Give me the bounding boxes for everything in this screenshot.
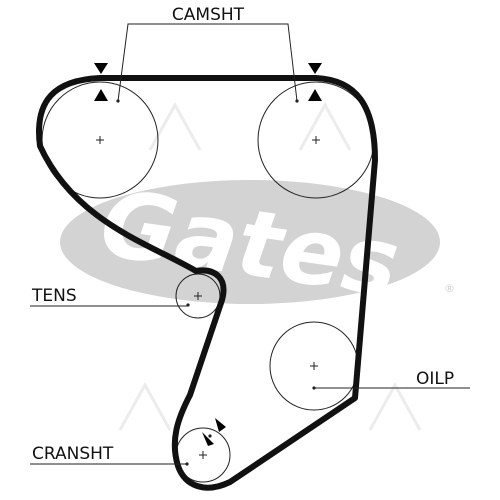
timing-marks bbox=[94, 63, 322, 446]
label-tensioner: TENS bbox=[31, 286, 77, 306]
timing-dot-crank-top bbox=[208, 434, 212, 438]
watermark-logo: Gates ® bbox=[60, 170, 455, 317]
center-cross-oil-pump bbox=[310, 362, 318, 370]
label-crankshaft: CRANSHT bbox=[32, 444, 114, 464]
watermark-registered-mark: ® bbox=[444, 282, 455, 295]
timing-belt bbox=[36, 75, 378, 491]
timing-mark-crank-inner bbox=[202, 432, 214, 446]
leader-lines bbox=[30, 23, 470, 465]
label-camshaft: CAMSHT bbox=[172, 5, 245, 25]
timing-mark-crank-outer bbox=[215, 418, 226, 432]
timing-mark-cam-left-bottom bbox=[94, 89, 108, 101]
watermark-oval bbox=[60, 180, 440, 304]
pulley-centers bbox=[96, 136, 320, 459]
watermark-pattern bbox=[118, 101, 422, 431]
center-cross-cam-left bbox=[96, 136, 104, 144]
timing-mark-cam-left-top bbox=[94, 63, 108, 74]
timing-mark-cam-right-top bbox=[308, 63, 322, 74]
center-cross-crankshaft bbox=[199, 451, 207, 459]
center-cross-tensioner bbox=[194, 292, 202, 300]
label-oil-pump: OILP bbox=[416, 369, 454, 389]
leader-camshaft bbox=[117, 23, 298, 102]
timing-mark-cam-right-bottom bbox=[308, 89, 322, 101]
center-cross-cam-right bbox=[312, 136, 320, 144]
